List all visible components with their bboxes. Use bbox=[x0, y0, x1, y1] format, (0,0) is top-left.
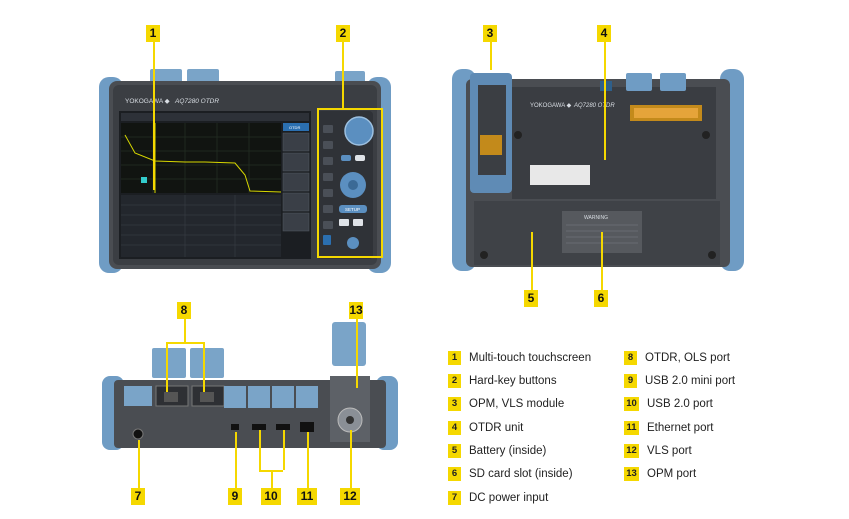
callout-7: 7 bbox=[131, 488, 145, 505]
front-view-device: YOKOGAWA ◆ AQ7280 OTDR OTDR bbox=[99, 69, 391, 273]
callout-9: 9 bbox=[228, 488, 242, 505]
leader-8b bbox=[203, 342, 205, 392]
rear-model-text: AQ7280 OTDR bbox=[573, 103, 615, 109]
leader-8 bbox=[184, 316, 186, 342]
leader-9 bbox=[235, 432, 237, 488]
leader-1 bbox=[153, 40, 155, 190]
callout-11: 11 bbox=[297, 488, 317, 505]
softkey-advanced bbox=[282, 192, 310, 212]
hard-key-panel: SETUP bbox=[317, 111, 374, 259]
usb-port-a bbox=[252, 424, 266, 430]
callout-12: 12 bbox=[340, 488, 360, 505]
otdr-trace bbox=[124, 134, 282, 193]
callout-4: 4 bbox=[597, 25, 611, 42]
callout-8: 8 bbox=[177, 302, 191, 319]
bracket-8 bbox=[166, 342, 204, 344]
rear-brand-text: YOKOGAWA ◆ bbox=[530, 103, 572, 109]
callout-5: 5 bbox=[524, 290, 538, 307]
leader-8a bbox=[166, 342, 168, 392]
rear-view-device: YOKOGAWA ◆ AQ7280 OTDR WARNING bbox=[452, 69, 744, 271]
ethernet-port bbox=[300, 422, 314, 432]
usb-port-b bbox=[276, 424, 290, 430]
leader-10a bbox=[259, 430, 261, 470]
callout-3: 3 bbox=[483, 25, 497, 42]
softkey-reference bbox=[282, 172, 310, 192]
leader-12 bbox=[350, 430, 352, 488]
callout-6: 6 bbox=[594, 290, 608, 307]
setup-key bbox=[339, 205, 367, 213]
leader-3 bbox=[490, 40, 492, 70]
leader-5 bbox=[531, 232, 533, 290]
callout-1: 1 bbox=[146, 25, 160, 42]
svg-text:SETUP: SETUP bbox=[345, 207, 360, 212]
dc-input bbox=[132, 428, 144, 440]
touchscreen[interactable]: OTDR bbox=[119, 111, 311, 259]
svg-text:OTDR: OTDR bbox=[289, 125, 300, 130]
svg-text:WARNING: WARNING bbox=[584, 215, 608, 221]
callout-13: 13 bbox=[349, 302, 363, 319]
softkey-menu bbox=[282, 132, 310, 152]
softkey-multitrace bbox=[282, 212, 310, 232]
leader-10 bbox=[271, 470, 273, 488]
front-brand-text: YOKOGAWA ◆ bbox=[125, 98, 171, 105]
leader-10b bbox=[283, 430, 285, 470]
side-view-device bbox=[102, 322, 398, 450]
frame-2 bbox=[317, 108, 383, 258]
leader-6 bbox=[601, 232, 603, 290]
leader-11 bbox=[307, 432, 309, 488]
leader-13 bbox=[356, 318, 358, 388]
rotary-knob bbox=[344, 116, 374, 146]
leader-2 bbox=[342, 40, 344, 108]
callout-2: 2 bbox=[336, 25, 350, 42]
softkey-otdr bbox=[283, 123, 309, 131]
front-model-text: AQ7280 OTDR bbox=[174, 98, 219, 105]
leader-7 bbox=[138, 440, 140, 488]
usb-mini-port bbox=[231, 424, 239, 430]
power-button bbox=[347, 237, 359, 249]
softkey-event bbox=[282, 152, 310, 172]
leader-4 bbox=[604, 40, 606, 160]
callout-10: 10 bbox=[261, 488, 281, 505]
